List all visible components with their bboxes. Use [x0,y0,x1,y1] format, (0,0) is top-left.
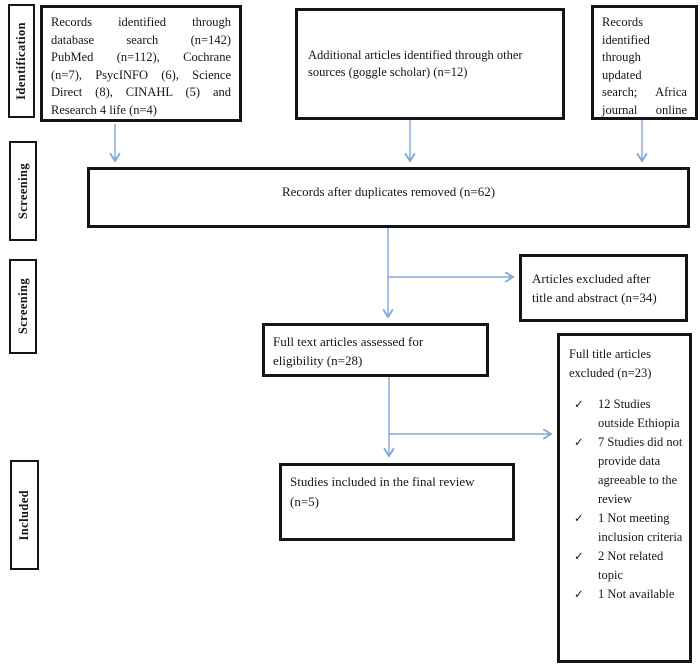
stage-label-identification: Identification [8,4,35,118]
text-line: Full title articles [569,347,651,361]
list-item: ✓ 12 Studies outside Ethiopia [574,395,689,433]
stage-label-text: Screening [15,162,30,220]
box-duplicates-removed: Records after duplicates removed (n=62) [87,167,690,228]
check-icon: ✓ [574,397,584,411]
stage-label-text: Included [17,489,31,541]
text-line: Records [602,15,643,29]
text-line: (n=7), PsycINFO (6), Science [51,67,231,82]
list-item: ✓ 7 Studies did not provide data agreeab… [574,433,689,509]
text-line: through [602,50,641,65]
list-item-text: 12 Studies outside Ethiopia [598,397,680,430]
check-icon: ✓ [574,511,584,525]
box-final-review: Studies included in the final review (n=… [279,463,515,541]
text-line: Records identified through [51,15,231,29]
text-line: excluded (n=23) [569,366,652,380]
stage-label-included: Included [10,460,39,570]
text-line: Articles excluded after [532,271,651,286]
box-title-abstract-excluded: Articles excluded after title and abstra… [519,254,688,322]
list-item-text: 1 Not available [598,587,675,601]
box-other-sources: Additional articles identified through o… [295,8,565,120]
list-item-text: 7 Studies did not provide data agreeable… [598,435,683,506]
exclusion-reasons-list: ✓ 12 Studies outside Ethiopia ✓ 7 Studie… [560,395,689,604]
check-icon: ✓ [574,587,584,601]
box-updated-search: Records identified through updated searc… [591,5,698,120]
text-line: title and abstract (n=34) [532,290,657,305]
text-line: identified [602,32,650,47]
text-line: database search (n=142) [51,32,231,47]
text-line: Records after duplicates removed (n=62) [281,184,496,199]
list-item: ✓ 1 Not meeting inclusion criteria [574,509,689,547]
list-item: ✓ 1 Not available [574,585,689,604]
text-line: sources (goggle scholar) (n=12) [308,65,468,79]
text-line: (n=5) [290,493,319,509]
text-line: search; Africa [602,85,687,100]
box-full-title-excluded: Full title articles excluded (n=23) ✓ 12… [557,333,692,663]
box-full-text-assessed: Full text articles assessed for eligibil… [262,323,489,377]
text-line: Studies included in the final review [290,474,475,489]
box-database-search: Records identified through database sear… [40,5,242,122]
list-item-text: 2 Not related topic [598,549,664,582]
check-icon: ✓ [574,549,584,563]
text-line: eligibility (n=28) [273,353,363,368]
list-item-text: 1 Not meeting inclusion criteria [598,511,683,544]
text-line: Research 4 life (n=4) [51,102,157,117]
text-line: Full text articles assessed for [273,334,424,349]
text-line: Additional articles identified through o… [308,47,523,62]
list-item: ✓ 2 Not related topic [574,547,689,585]
text-line: journal online [602,102,687,117]
stage-label-text: Screening [15,278,30,335]
text-line: Direct (8), CINAHL (5) and [51,85,231,99]
stage-label-screening-2: Screening [9,259,37,354]
text-line: PubMed (n=112), Cochrane [51,50,231,64]
text-line: updated [602,67,642,82]
check-icon: ✓ [574,435,584,449]
stage-label-text: Identification [14,22,28,100]
stage-label-screening-1: Screening [9,141,37,241]
